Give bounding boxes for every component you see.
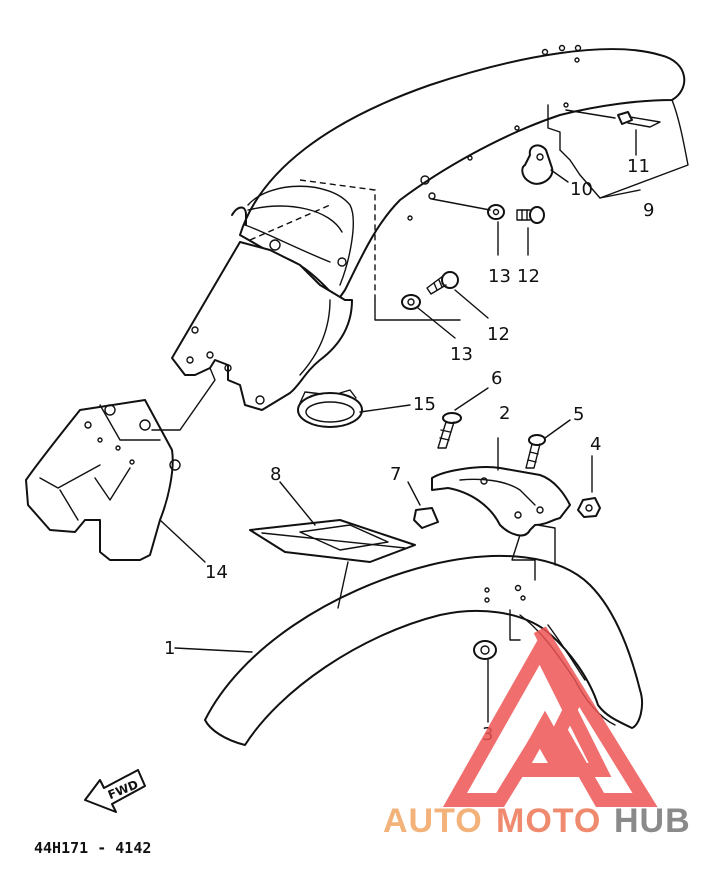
callout-4: 4 [590,434,601,455]
bolt-12-upper [516,206,545,224]
callout-9: 9 [643,200,654,221]
leader-lines [159,104,641,723]
bolt-5 [525,434,546,469]
callout-7: 7 [390,464,401,485]
callout-11: 11 [627,156,650,177]
watermark-moto: MOTO [496,802,601,840]
screw-11 [617,111,661,128]
callout-6: 6 [491,368,502,389]
watermark-auto: AUTO [383,802,483,840]
callout-13-lower: 13 [450,344,473,365]
rear-flap-bracket [171,241,353,411]
mud-flap-14 [25,399,181,561]
bracket-2 [431,466,571,537]
fwd-arrow: FWD [84,769,146,813]
callout-12-lower: 12 [487,324,510,345]
washer-13-upper [487,204,505,220]
callout-12-upper: 12 [517,266,540,287]
callout-15: 15 [413,394,436,415]
clip-10 [521,144,554,185]
callout-10: 10 [570,179,593,200]
nut-4 [577,497,601,518]
callout-2: 2 [499,403,510,424]
washer-13-lower [401,294,421,310]
leader-14-frame [151,367,216,431]
bolt-12-lower [426,271,459,295]
bolt-6 [437,412,462,449]
watermark-logo: AUTO MOTO HUB [383,626,691,840]
nut-3 [473,640,497,660]
callout-8: 8 [270,464,281,485]
callout-14: 14 [205,562,228,583]
callout-1: 1 [164,638,175,659]
callout-5: 5 [573,404,584,425]
watermark-hub: HUB [614,802,691,840]
watermark-triangle-icon [442,626,658,807]
diagram-code: 44H171 - 4142 [34,839,151,857]
callout-13-upper: 13 [488,266,511,287]
nut-7 [413,507,439,529]
decal-8 [249,519,416,563]
clamp-15 [297,389,363,428]
